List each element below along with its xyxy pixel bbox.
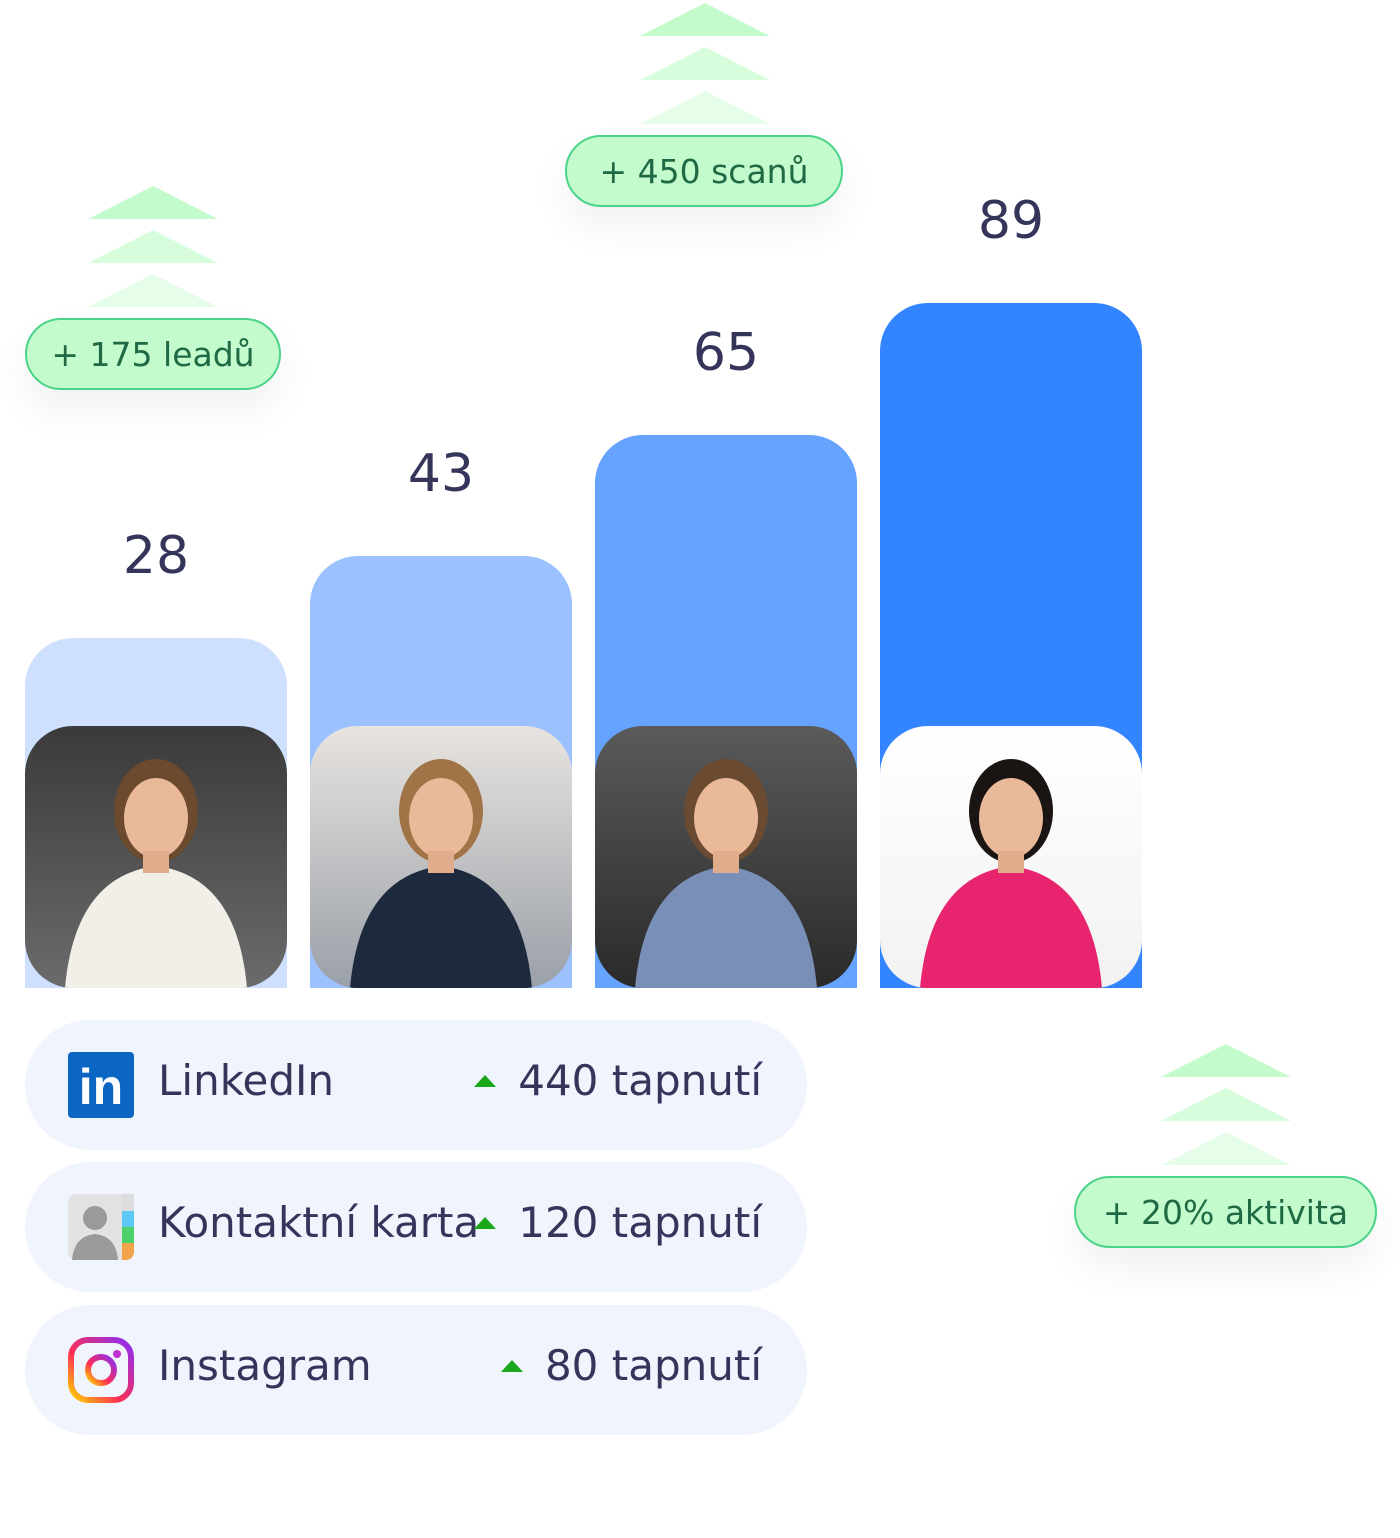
contact-card-icon bbox=[68, 1194, 134, 1260]
trend-up-icon bbox=[500, 1359, 523, 1372]
bar-value-label: 65 bbox=[692, 323, 760, 384]
leads-badge: + 175 leadů bbox=[25, 318, 281, 390]
person-photo bbox=[310, 725, 572, 988]
bar-value-label: 43 bbox=[407, 443, 475, 504]
up-arrows-icon bbox=[88, 186, 218, 318]
source-row-contact-card: Kontaktní karta 120 tapnutí bbox=[25, 1162, 807, 1292]
bar bbox=[595, 435, 857, 988]
person-photo bbox=[880, 725, 1142, 988]
instagram-icon bbox=[68, 1337, 134, 1403]
scans-badge: + 450 scanů bbox=[565, 135, 843, 207]
bar bbox=[25, 638, 287, 988]
source-row-linkedin: in LinkedIn 440 tapnutí bbox=[25, 1020, 807, 1150]
person-photo bbox=[25, 725, 287, 988]
source-name: Kontaktní karta bbox=[158, 1198, 480, 1247]
trend-up-icon bbox=[474, 1216, 497, 1229]
up-arrows-icon bbox=[1161, 1044, 1291, 1176]
activity-badge: + 20% aktivita bbox=[1074, 1176, 1377, 1248]
source-name: LinkedIn bbox=[158, 1056, 335, 1105]
source-row-instagram: Instagram 80 tapnutí bbox=[25, 1305, 807, 1435]
bar-value-label: 28 bbox=[122, 526, 190, 587]
bar bbox=[310, 555, 572, 988]
bar-value-label: 89 bbox=[977, 191, 1045, 252]
source-count: 120 tapnutí bbox=[518, 1198, 762, 1247]
trend-up-icon bbox=[474, 1074, 497, 1087]
person-photo bbox=[595, 725, 857, 988]
up-arrows-icon bbox=[640, 3, 770, 135]
source-count: 80 tapnutí bbox=[544, 1341, 762, 1390]
bar bbox=[880, 303, 1142, 988]
source-count: 440 tapnutí bbox=[518, 1056, 762, 1105]
source-name: Instagram bbox=[158, 1341, 372, 1390]
linkedin-icon: in bbox=[68, 1052, 134, 1118]
